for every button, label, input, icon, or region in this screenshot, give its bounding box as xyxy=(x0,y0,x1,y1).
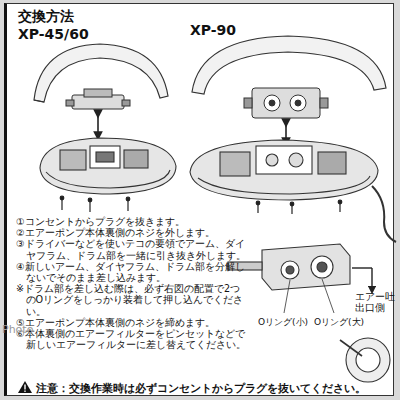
drum-detail xyxy=(281,261,299,279)
pump-body xyxy=(96,152,114,162)
drum-detail xyxy=(311,256,333,278)
pump-body xyxy=(256,146,312,174)
part-label: Oリング(大) xyxy=(314,317,364,327)
warning-note: 注意：交換作業時は必ずコンセントからプラグを抜いてください。 xyxy=(36,382,366,394)
pump-body xyxy=(220,152,250,176)
outlet-arrow xyxy=(371,268,372,290)
screw xyxy=(256,201,260,205)
screw xyxy=(338,200,342,204)
drum-detail xyxy=(228,244,350,290)
instruction-step: ③ドライバーなどを使いテコの要領でアーム、ダイヤフラム、ドラム部を一緒に引き抜き… xyxy=(16,238,248,260)
air-filter xyxy=(340,340,362,356)
drum-part xyxy=(295,100,301,106)
drum-part xyxy=(244,98,252,108)
drum-part xyxy=(252,88,320,118)
instruction-step: ⑥本体裏側のエアーフィルターをピンセットなどで新しいエアーフィルターに差し替えて… xyxy=(16,328,248,350)
heading: 交換方法 xyxy=(18,8,74,24)
instruction-step: ①コンセントからプラグを抜きます。 xyxy=(16,216,248,227)
screw xyxy=(88,198,92,202)
instruction-step: ②エアーポンプ本体裏側のネジを外します。 xyxy=(16,227,248,238)
leader-line xyxy=(284,279,334,313)
cover-arch xyxy=(34,100,44,102)
cover-arch xyxy=(34,44,168,102)
air-filter xyxy=(346,338,390,382)
part-label: エアー吐出口側 xyxy=(355,292,395,314)
pump-body xyxy=(289,153,303,167)
double-arrow xyxy=(285,123,287,142)
leader-line xyxy=(284,280,290,313)
outlet-arrow xyxy=(352,267,372,268)
drum-part xyxy=(290,95,306,111)
outlet-arrow xyxy=(352,268,372,290)
air-filter xyxy=(356,348,380,372)
pump-body xyxy=(90,146,120,168)
pump-body xyxy=(190,140,378,200)
pump-body xyxy=(46,170,170,188)
power-cord xyxy=(372,186,396,242)
model-name: XP-45/60 xyxy=(18,26,89,42)
instruction-step: ※ドラム部を差し込む際は、必ず右図の配置で2つのOリングをしっかり装着して押し込… xyxy=(16,283,248,317)
drum-detail xyxy=(317,262,327,272)
pump-body xyxy=(190,140,378,200)
step-list: ①コンセントからプラグを抜きます。②エアーポンプ本体裏側のネジを外します。③ドラ… xyxy=(16,216,248,350)
screw xyxy=(60,196,64,200)
double-arrow xyxy=(285,123,287,142)
watermark: Photo xyxy=(2,324,33,337)
air-filter xyxy=(340,338,390,382)
warning-icon xyxy=(18,381,32,393)
warning-icon xyxy=(18,381,32,393)
drum-part xyxy=(244,88,328,118)
screw xyxy=(256,200,342,214)
double-arrow xyxy=(97,114,99,136)
pump-body xyxy=(40,138,176,194)
drum-part xyxy=(269,100,275,106)
pump-body xyxy=(198,176,370,194)
drum-part xyxy=(264,95,280,111)
double-arrow xyxy=(97,114,99,136)
pump-body xyxy=(40,138,176,194)
instruction-step: ⑤エアーポンプ本体裏側のネジを締めます。 xyxy=(16,317,248,328)
leader-line xyxy=(322,279,334,313)
drum-part xyxy=(66,89,130,109)
part-label: Oリング(小) xyxy=(258,317,308,327)
model-name: XP-90 xyxy=(190,22,236,38)
instruction-step: ④新しいアーム、ダイヤフラム、ドラム部を分解しないでそのまま差し込みます。 xyxy=(16,261,248,283)
drum-part xyxy=(84,89,112,97)
warning-icon xyxy=(24,391,25,392)
drum-part xyxy=(122,100,130,106)
pump-body xyxy=(266,154,278,166)
screw xyxy=(290,202,294,206)
screw xyxy=(126,197,130,201)
warning-icon xyxy=(24,385,25,390)
cover-arch xyxy=(34,44,168,102)
pump-body xyxy=(124,150,148,168)
drum-detail xyxy=(286,266,294,274)
drum-part xyxy=(66,100,74,106)
drum-detail xyxy=(262,244,350,290)
cover-arch xyxy=(192,36,386,94)
pump-body xyxy=(60,150,86,170)
drum-part xyxy=(320,98,328,108)
screw xyxy=(60,196,130,212)
power-cord xyxy=(372,186,396,242)
cover-arch xyxy=(192,36,386,94)
pump-body xyxy=(318,152,346,174)
